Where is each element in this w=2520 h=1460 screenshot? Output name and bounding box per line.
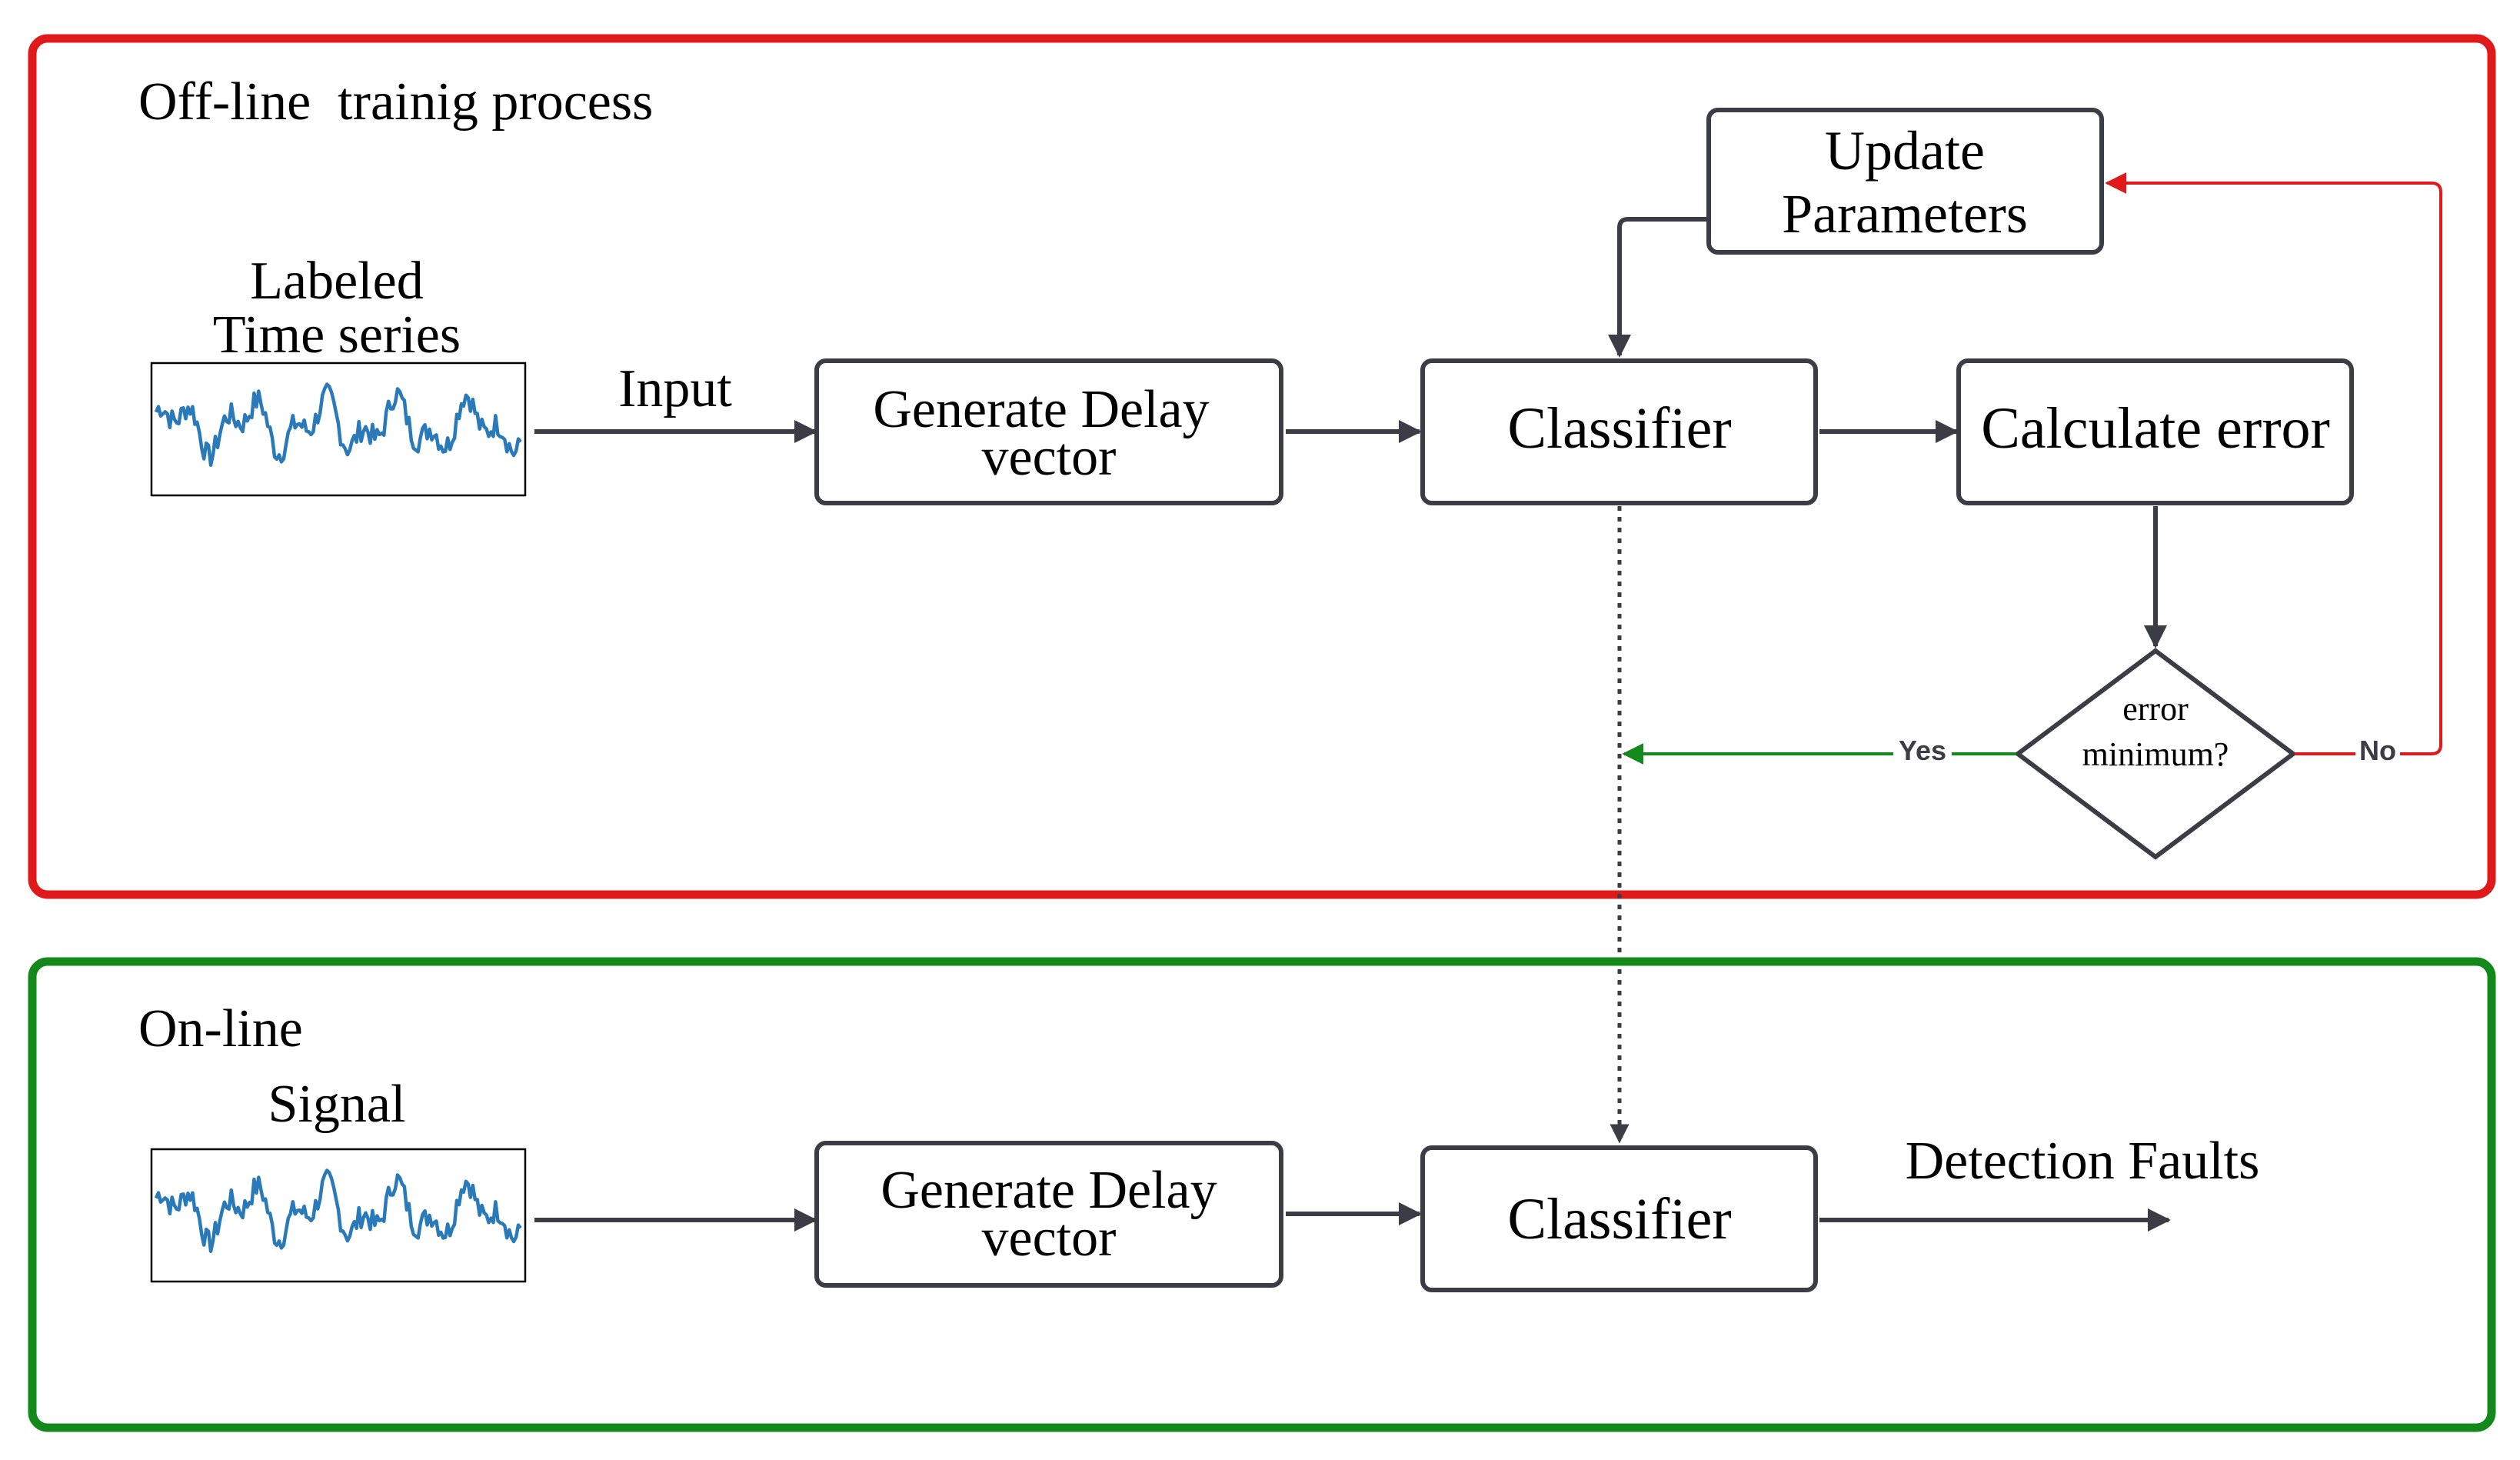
- detection-faults-label: Detection Faults: [1906, 1132, 2260, 1191]
- update-parameters-box: [1706, 108, 2104, 255]
- no-label: No: [2359, 735, 2396, 766]
- offline-title: Off-line trainig process: [138, 72, 653, 132]
- decision-label-line1: error: [2122, 690, 2189, 728]
- online-frame: [28, 957, 2496, 1432]
- online-classifier-label: Classifier: [1507, 1187, 1731, 1252]
- error-minimum-decision: [2013, 648, 2298, 860]
- no-label-bg: [2355, 735, 2400, 769]
- labeled-series-label-line1: Labeled: [250, 252, 423, 311]
- signal-waveform: [154, 1168, 522, 1253]
- generate-delay-vector-label-line1: Generate Delay: [873, 380, 1209, 439]
- update-parameters-label-line2: Parameters: [1782, 183, 2028, 245]
- calculate-error-label: Calculate error: [1981, 396, 2330, 461]
- labeled-series-frame: [150, 362, 527, 497]
- update-to-classifier-arrow: [1608, 217, 1707, 358]
- classifier-label: Classifier: [1507, 396, 1731, 461]
- online-generate-delay-vector-label-line1: Generate Delay: [881, 1161, 1217, 1220]
- labeled-series-waveform: [154, 382, 522, 467]
- calculate-error-box: [1956, 358, 2354, 505]
- online-classifier-box: [1420, 1145, 1818, 1292]
- yes-label: Yes: [1899, 735, 1946, 766]
- input-label: Input: [618, 359, 732, 418]
- online-generate-delay-vector-label-line2: vector: [982, 1208, 1117, 1268]
- classifier-box: [1420, 358, 1818, 505]
- signal-label: Signal: [268, 1075, 406, 1134]
- online-generate-delay-vector-box: [814, 1141, 1283, 1288]
- labeled-series-label-line2: Time series: [213, 305, 461, 365]
- offline-frame: [28, 34, 2496, 899]
- yes-label-bg: [1893, 735, 1952, 769]
- generate-delay-vector-box: [814, 358, 1283, 505]
- no-branch-arrow: [2105, 172, 2442, 755]
- update-parameters-label-line1: Update: [1825, 120, 1985, 182]
- generate-delay-vector-label-line2: vector: [982, 428, 1117, 487]
- decision-label-line2: minimum?: [2082, 735, 2229, 773]
- online-title: On-line: [138, 999, 303, 1058]
